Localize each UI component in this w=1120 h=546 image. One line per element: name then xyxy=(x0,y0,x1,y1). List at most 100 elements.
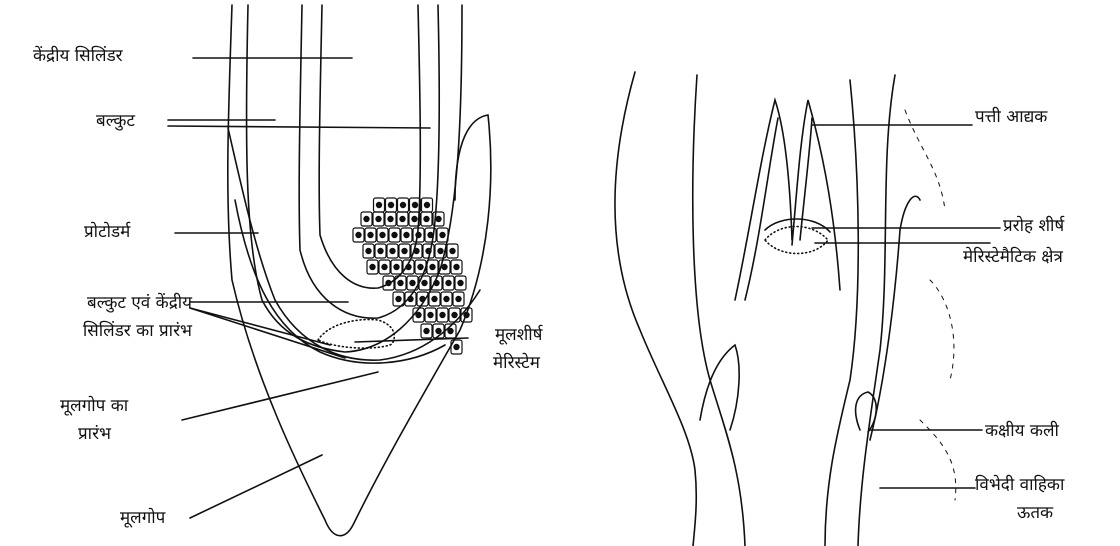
cell-nucleus xyxy=(438,248,443,253)
cell-nucleus xyxy=(424,202,429,207)
cell-nucleus xyxy=(422,280,427,285)
cell-nucleus xyxy=(436,216,441,221)
shoot-tip-drawing xyxy=(615,72,1000,546)
shoot-outer-right xyxy=(858,75,895,546)
axillary-bud-left xyxy=(700,345,739,430)
cell-nucleus xyxy=(434,280,439,285)
label-root-cap-origin-line1: मूलगोप का xyxy=(60,395,128,417)
leader-cortex-b xyxy=(168,126,430,128)
cell-nucleus xyxy=(412,202,417,207)
root-cylinder-wall xyxy=(319,5,420,288)
cell-nucleus xyxy=(406,264,411,269)
cell-nucleus xyxy=(400,216,405,221)
cell-nucleus xyxy=(392,232,397,237)
cell-nucleus xyxy=(458,280,463,285)
vascular-strand-left xyxy=(870,196,920,440)
label-root-cap-origin: मूलगोप का प्रारंभ xyxy=(60,395,128,445)
cell-nucleus xyxy=(446,280,451,285)
meristem-dots xyxy=(765,227,828,254)
cell-nucleus xyxy=(382,264,387,269)
cell-nucleus xyxy=(390,248,395,253)
cell-nucleus xyxy=(448,328,453,333)
shoot-left-stem-wall xyxy=(693,75,745,546)
label-root-apical-meristem-line2: मेरिस्टेम xyxy=(493,352,542,374)
leader-origin-b xyxy=(190,308,330,345)
cell-nucleus xyxy=(398,280,403,285)
cell-nucleus xyxy=(368,232,373,237)
label-root-apical-meristem-line1: मूलशीर्ष xyxy=(493,324,542,346)
label-root-cap: मूलगोप xyxy=(120,507,165,529)
cell-nucleus xyxy=(366,248,371,253)
leaf-primordium-left-inner xyxy=(745,118,778,300)
cell-nucleus xyxy=(420,296,425,301)
cell-nucleus xyxy=(426,248,431,253)
cell-nucleus xyxy=(436,328,441,333)
cell-nucleus xyxy=(456,296,461,301)
leader-root-cap-origin xyxy=(182,372,378,420)
cell-nucleus xyxy=(414,248,419,253)
cell-nucleus xyxy=(440,232,445,237)
cell-nucleus xyxy=(388,216,393,221)
root-meristem-dots xyxy=(318,320,394,349)
cell-nucleus xyxy=(444,296,449,301)
cell-nucleus xyxy=(410,280,415,285)
cell-nucleus xyxy=(418,264,423,269)
root-cell-cluster xyxy=(353,198,472,354)
cell-nucleus xyxy=(464,312,469,317)
cell-nucleus xyxy=(376,216,381,221)
label-root-apical-meristem: मूलशीर्ष मेरिस्टेम xyxy=(493,324,542,374)
label-root-cap-origin-line2: प्रारंभ xyxy=(60,423,128,445)
leaf-primordium-right xyxy=(792,100,840,290)
cell-nucleus xyxy=(452,312,457,317)
label-cortex: बल्कुट xyxy=(96,110,135,132)
cell-nucleus xyxy=(430,264,435,269)
cell-nucleus xyxy=(364,216,369,221)
cell-nucleus xyxy=(378,248,383,253)
cell-nucleus xyxy=(454,344,459,349)
label-meristematic-zone: मेरिस्टेमैटिक क्षेत्र xyxy=(963,246,1063,268)
cell-nucleus xyxy=(394,264,399,269)
label-axillary-bud: कक्षीय कली xyxy=(985,420,1059,442)
label-differentiating-vascular-line2: ऊतक xyxy=(975,502,1064,524)
vascular-strand-right xyxy=(905,110,956,500)
cell-nucleus xyxy=(428,232,433,237)
cell-nucleus xyxy=(440,312,445,317)
cell-nucleus xyxy=(370,264,375,269)
cell-nucleus xyxy=(450,248,455,253)
root-cortex-left-wall xyxy=(246,5,462,352)
cell-nucleus xyxy=(386,280,391,285)
label-differentiating-vascular-line1: विभेदी वाहिका xyxy=(975,474,1064,496)
cell-nucleus xyxy=(442,264,447,269)
label-leaf-primordium: पत्ती आद्यक xyxy=(975,106,1047,128)
leader-root-cap xyxy=(190,455,322,518)
label-cortex-cylinder-origin-line1: बल्कुट एवं केंद्रीय xyxy=(2,292,192,314)
cell-nucleus xyxy=(380,232,385,237)
root-tip-drawing xyxy=(168,5,491,536)
label-differentiating-vascular: विभेदी वाहिका ऊतक xyxy=(975,474,1064,524)
cell-nucleus xyxy=(416,232,421,237)
cell-nucleus xyxy=(388,202,393,207)
cell-nucleus xyxy=(402,248,407,253)
cell-nucleus xyxy=(424,328,429,333)
leader-origin-c xyxy=(190,308,345,358)
cell-nucleus xyxy=(396,296,401,301)
cell-nucleus xyxy=(376,202,381,207)
shoot-right-stem-wall xyxy=(825,80,858,546)
cell-nucleus xyxy=(412,216,417,221)
cell-nucleus xyxy=(356,232,361,237)
label-cortex-cylinder-origin-line2: सिलिंडर का प्रारंभ xyxy=(2,320,192,342)
cell-nucleus xyxy=(408,296,413,301)
label-protoderm: प्रोटोडर्म xyxy=(84,221,130,243)
cell-nucleus xyxy=(424,216,429,221)
label-cortex-cylinder-origin: बल्कुट एवं केंद्रीय सिलिंडर का प्रारंभ xyxy=(2,292,192,342)
cell-nucleus xyxy=(400,202,405,207)
label-central-cylinder: केंद्रीय सिलिंडर xyxy=(33,45,123,67)
cell-nucleus xyxy=(432,296,437,301)
cell-nucleus xyxy=(428,312,433,317)
shoot-outer-left xyxy=(615,72,696,546)
label-shoot-apex: प्ररोह शीर्ष xyxy=(1003,215,1064,237)
cell-nucleus xyxy=(454,264,459,269)
cell-nucleus xyxy=(416,312,421,317)
cell-nucleus xyxy=(404,232,409,237)
